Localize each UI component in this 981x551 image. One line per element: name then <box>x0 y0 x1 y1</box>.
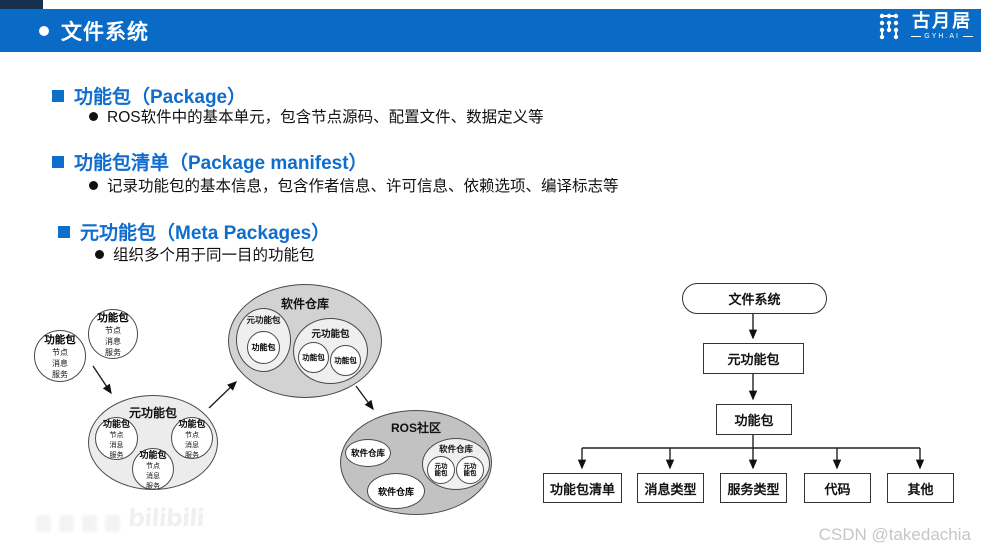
bullet-text: 组织多个用于同一目的功能包 <box>113 247 315 264</box>
flow-leaf-manifest: 功能包清单 <box>543 473 622 503</box>
package-circle: 功能包 节点 消息 服务 <box>34 330 86 382</box>
flow-leaf-message: 消息类型 <box>637 473 704 503</box>
section-bullet-package: ROS软件中的基本单元，包含节点源码、配置文件、数据定义等 <box>89 105 544 127</box>
meta-package-label: 元功能包 <box>128 406 177 420</box>
flow-metapackage-node: 元功能包 <box>703 343 804 374</box>
section-heading-meta: 元功能包（Meta Packages） <box>58 218 330 245</box>
ros-community-label: ROS社区 <box>390 421 441 435</box>
watermark-glyph-block <box>59 515 74 532</box>
repository-oval: 软件仓库 <box>367 473 425 509</box>
bilibili-watermark: bilibili <box>36 504 205 532</box>
meta-package-circle: 元功 能包 <box>427 456 455 484</box>
square-bullet-icon <box>58 225 70 238</box>
logo-text: 古月居 GYH.AI <box>911 12 973 40</box>
flow-root-node: 文件系统 <box>682 283 827 314</box>
package-circle: 功能包 节点 消息 服务 <box>171 417 213 459</box>
package-circle: 功能包 节点 消息 服务 <box>95 417 138 460</box>
header-bar: 文件系统 古月居 GYH.AI <box>0 9 981 52</box>
csdn-watermark: CSDN @takedachia <box>818 525 971 544</box>
bullet-text: 记录功能包的基本信息，包含作者信息、许可信息、依赖选项、编译标志等 <box>107 178 619 195</box>
bullet-text: ROS软件中的基本单元，包含节点源码、配置文件、数据定义等 <box>107 109 544 126</box>
section-heading-package: 功能包（Package） <box>52 82 246 109</box>
dot-bullet-icon <box>95 249 104 259</box>
package-circle: 功能包 <box>247 331 280 364</box>
heading-text: 元功能包（Meta Packages） <box>80 223 331 244</box>
page-title: 文件系统 <box>61 20 149 44</box>
logo-dots-icon <box>880 13 899 40</box>
heading-text: 功能包清单（Package manifest） <box>74 153 368 174</box>
bilibili-logo-text: bilibili <box>127 504 205 532</box>
package-circle: 功能包 节点 消息 服务 <box>132 448 174 490</box>
flow-leaf-other: 其他 <box>887 473 954 503</box>
flow-package-node: 功能包 <box>716 404 792 435</box>
title-bullet-icon <box>39 26 49 36</box>
logo-tagline: GYH.AI <box>911 33 973 40</box>
meta-package-label: 元功能包 <box>311 329 350 340</box>
dot-bullet-icon <box>89 180 98 190</box>
meta-package-label: 元功能包 <box>246 315 281 325</box>
watermark-glyph-block <box>82 515 97 532</box>
repository-oval: 软件仓库 <box>345 439 391 467</box>
corner-accent-strip <box>0 0 43 9</box>
package-circle: 功能包 <box>298 342 329 373</box>
logo-name: 古月居 <box>912 11 973 31</box>
section-bullet-meta: 组织多个用于同一目的功能包 <box>95 243 315 265</box>
square-bullet-icon <box>52 155 64 168</box>
heading-text: 功能包（Package） <box>74 87 247 108</box>
flow-leaf-code: 代码 <box>804 473 871 503</box>
repository-label: 软件仓库 <box>438 444 473 454</box>
section-bullet-manifest: 记录功能包的基本信息，包含作者信息、许可信息、依赖选项、编译标志等 <box>89 174 619 196</box>
watermark-glyph-block <box>36 515 51 532</box>
section-heading-manifest: 功能包清单（Package manifest） <box>52 148 368 175</box>
flow-leaf-service: 服务类型 <box>720 473 787 503</box>
square-bullet-icon <box>52 89 64 102</box>
package-circle: 功能包 <box>330 345 361 376</box>
brand-logo: 古月居 GYH.AI <box>878 12 973 40</box>
package-circle: 功能包 节点 消息 服务 <box>88 309 138 359</box>
dot-bullet-icon <box>89 111 98 121</box>
repository-label: 软件仓库 <box>280 297 329 311</box>
meta-package-circle: 元功 能包 <box>456 456 484 484</box>
watermark-glyph-block <box>105 515 120 532</box>
